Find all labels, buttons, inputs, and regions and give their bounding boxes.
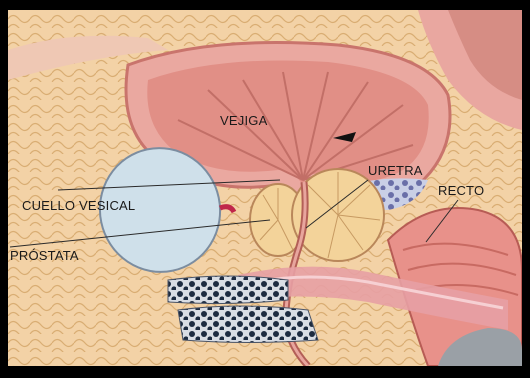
label-vejiga: VEJIGA (220, 113, 268, 128)
anatomy-diagram: VEJIGA URETRA RECTO CUELLO VESICAL PRÓST… (8, 10, 522, 366)
label-bladder: VEJIGA (220, 113, 268, 128)
label-bladder-neck: CUELLO VESICAL (22, 198, 135, 213)
label-urethra: URETRA (368, 163, 423, 178)
label-prostate: PRÓSTATA (10, 248, 79, 263)
bulb-tissue (168, 276, 288, 304)
anatomy-svg: VEJIGA URETRA RECTO CUELLO VESICAL PRÓST… (8, 10, 522, 366)
corpus-tissue (178, 306, 318, 343)
label-rectum: RECTO (438, 183, 484, 198)
